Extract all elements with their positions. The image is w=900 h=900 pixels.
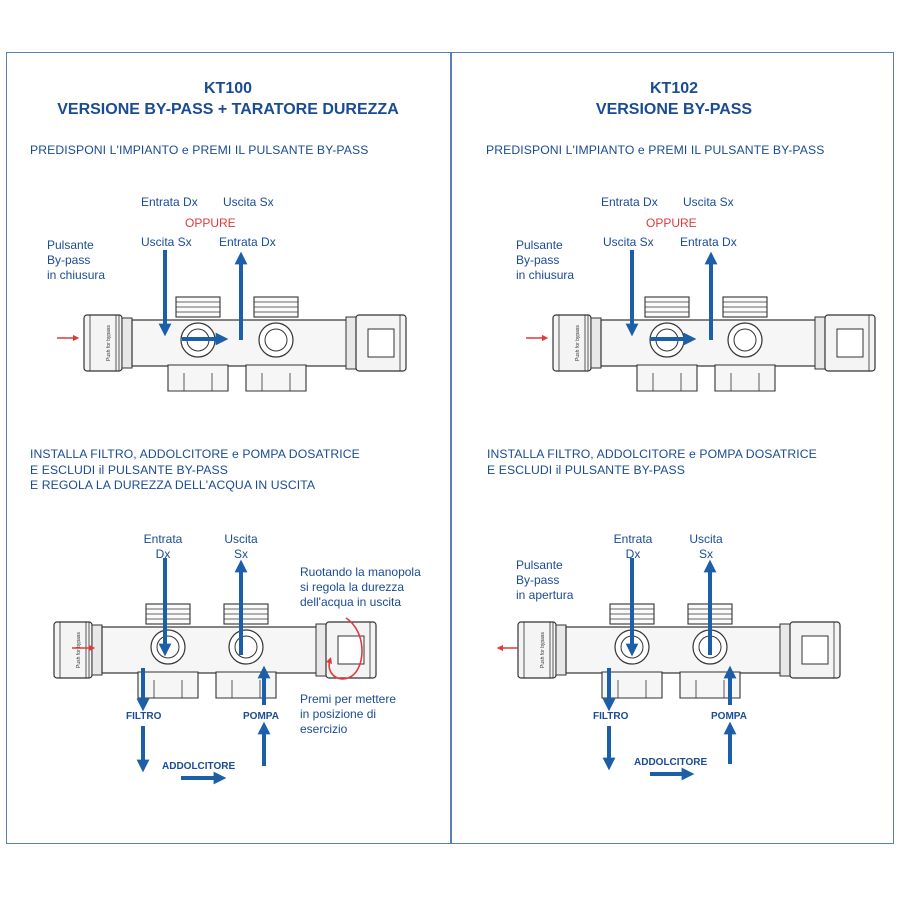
left-title-model: KT100 [203,80,253,97]
right-bottom-push-label: Push for bypass [540,632,546,668]
left-top-valve: Push for bypass [83,296,407,392]
left-uscita-label: Uscita Sx [224,532,258,561]
panel-divider [450,52,452,844]
left-premi-note: Premi per mettere in posizione di eserci… [300,692,397,736]
right-pulsante-label: Pulsante By-pass in chiusura [516,238,575,282]
left-pompa-label: POMPA [243,711,279,722]
right-oppure-label: OPPURE [646,216,697,230]
right-addolcitore-label: ADDOLCITORE [634,757,708,768]
right-bottom-uscita-label: Uscita Sx [603,235,654,249]
left-bottom-uscita-label: Uscita Sx [141,235,192,249]
right-pompa-label: POMPA [711,711,747,722]
left-ruotando-note: Ruotando la manopola si regola la durezz… [300,565,421,609]
left-addolcitore-label: ADDOLCITORE [162,761,236,772]
left-bottom-entrata-label: Entrata Dx [219,235,276,249]
left-title: KT100 VERSIONE BY-PASS + TARATORE DUREZZ… [6,78,450,120]
right-top-uscita-label: Uscita Sx [683,195,734,209]
left-pulsante-label: Pulsante By-pass in chiusura [47,238,106,282]
right-step1-instruction: PREDISPONI L'IMPIANTO e PREMI IL PULSANT… [486,143,825,157]
right-uscita-label: Uscita Sx [689,532,723,561]
right-top-valve: Push for bypass [552,296,876,392]
left-bottom-valve: Push for bypass [53,603,377,699]
right-top-entrata-label: Entrata Dx [601,195,658,209]
left-top-push-label: Push for bypass [106,325,112,361]
right-entrata-label: Entrata Dx [613,532,653,561]
right-step2-instruction: INSTALLA FILTRO, ADDOLCITORE e POMPA DOS… [487,447,817,477]
left-top-entrata-label: Entrata Dx [141,195,198,209]
right-top-push-label: Push for bypass [575,325,581,361]
left-bottom-push-label: Push for bypass [76,632,82,668]
right-title-version: VERSIONE BY-PASS [595,101,753,118]
right-filtro-label: FILTRO [593,711,629,722]
left-step1-instruction: PREDISPONI L'IMPIANTO e PREMI IL PULSANT… [30,143,369,157]
right-title: KT102 VERSIONE BY-PASS [452,78,896,120]
left-entrata-label: Entrata Dx [143,532,183,561]
right-bottom-entrata-label: Entrata Dx [680,235,737,249]
left-step2-instruction: INSTALLA FILTRO, ADDOLCITORE e POMPA DOS… [30,447,360,492]
left-top-uscita-label: Uscita Sx [223,195,274,209]
right-apertura-label: Pulsante By-pass in apertura [516,558,574,602]
left-bottom-rotate-arrow [325,617,363,680]
left-title-version: VERSIONE BY-PASS + TARATORE DUREZZA [57,101,399,118]
left-oppure-label: OPPURE [185,216,236,230]
right-bottom-valve: Push for bypass [517,603,841,699]
left-filtro-label: FILTRO [126,711,162,722]
right-title-model: KT102 [649,80,699,97]
